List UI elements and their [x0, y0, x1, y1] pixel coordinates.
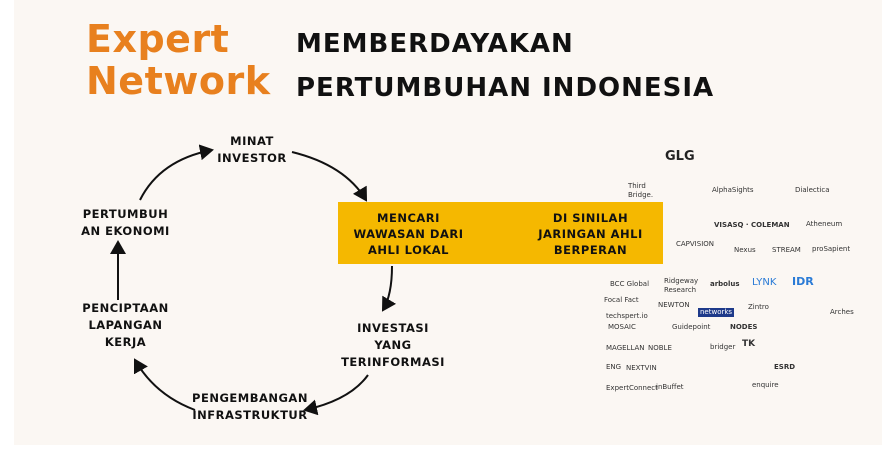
logo-dialectica: Dialectica: [795, 186, 830, 194]
headline-line2: PERTUMBUHAN INDONESIA: [296, 73, 715, 103]
logo-nextvin: NEXTVIN: [626, 364, 657, 372]
logo-arbolus: arbolus: [710, 280, 740, 288]
headline-line1: MEMBERDAYAKAN: [296, 29, 574, 59]
logo-techspert: techspert.io: [606, 312, 648, 320]
logo-visasq-coleman: VISASQ · COLEMAN: [714, 221, 790, 229]
arrow-box-to-investasi: [381, 265, 397, 312]
node-lapangan-line1: PENCIPTAAN: [82, 301, 169, 315]
node-lapangan-line2: LAPANGAN: [88, 318, 163, 332]
logo-capvision: CAPVISION: [676, 240, 715, 248]
logo-guidepoint: Guidepoint: [672, 323, 711, 331]
logo-alphasights: AlphaSights: [712, 186, 754, 194]
box-right-line3: BERPERAN: [553, 243, 628, 257]
logo-networks: networks: [698, 308, 735, 317]
node-lapangan-line3: KERJA: [104, 335, 147, 349]
logo-inbuffet: inBuffet: [656, 383, 684, 391]
box-right-line2: JARINGAN AHLI: [538, 227, 643, 241]
node-minat-investor: MINAT INVESTOR: [212, 133, 292, 167]
arrow-investasi-to-infra: [303, 374, 369, 416]
logo-lynk: LYNK: [752, 277, 777, 288]
arrow-infra-to-lapangan: [134, 358, 196, 411]
node-infra-line1: PENGEMBANGAN: [192, 391, 308, 405]
logo-magellan: MAGELLAN: [606, 344, 645, 352]
logo-glg: GLG: [665, 149, 695, 164]
box-left-text: MENCARI WAWASAN DARI AHLI LOKAL: [346, 210, 471, 258]
node-pertumbuhan-ekonomi: PERTUMBUH AN EKONOMI: [78, 206, 173, 240]
logo-esrd: ESRD: [774, 363, 796, 371]
logo-mosaic: MOSAIC: [608, 323, 636, 331]
highlight-box: MENCARI WAWASAN DARI AHLI LOKAL DI SINIL…: [338, 202, 663, 264]
box-left-line2: WAWASAN DARI: [353, 227, 464, 241]
node-pertumbuhan-line1: PERTUMBUH: [82, 207, 169, 221]
node-investasi-line3: TERINFORMASI: [341, 355, 445, 369]
logo-stream: STREAM: [772, 246, 801, 254]
logo-newton: NEWTON: [658, 301, 690, 309]
logo-third-bridge: Third Bridge.: [628, 182, 654, 199]
brand-title-line2: Network: [86, 59, 271, 103]
logo-atheneum: Atheneum: [806, 220, 843, 228]
logo-focal-fact: Focal Fact: [604, 296, 639, 304]
node-penciptaan-lapangan-kerja: PENCIPTAAN LAPANGAN KERJA: [78, 300, 173, 351]
logo-nexus: Nexus: [734, 246, 756, 254]
arrow-minat-to-box: [291, 151, 368, 202]
logo-prosapient: proSapient: [812, 245, 851, 253]
headline: MEMBERDAYAKAN PERTUMBUHAN INDONESIA: [296, 22, 714, 110]
logo-enquire: enquire: [752, 381, 779, 389]
logo-expertconnect: ExpertConnect: [606, 384, 658, 392]
logo-arches: Arches: [830, 308, 854, 316]
logo-bridger: bridger: [710, 343, 736, 351]
box-left-line1: MENCARI: [377, 211, 440, 225]
logo-eng: ENG: [606, 363, 622, 371]
node-investasi-line1: INVESTASI: [357, 321, 429, 335]
brand-title-line1: Expert: [86, 17, 230, 61]
logo-tk: TK: [742, 339, 756, 349]
node-minat-line2: INVESTOR: [217, 151, 287, 165]
node-investasi-line2: YANG: [374, 338, 412, 352]
arrow-pertumbuhan-to-minat: [139, 144, 214, 201]
logo-noble: NOBLE: [648, 344, 672, 352]
logo-bcc-global: BCC Global: [610, 280, 650, 288]
node-minat-line1: MINAT: [230, 134, 274, 148]
brand-title: Expert Network: [86, 18, 270, 102]
node-investasi-terinformasi: INVESTASI YANG TERINFORMASI: [338, 320, 448, 371]
node-infra-line2: INFRASTRUKTUR: [192, 408, 308, 422]
logo-zintro: Zintro: [748, 303, 769, 311]
logo-ridgeway: Ridgeway Research: [664, 277, 699, 294]
logo-idr: IDR: [792, 275, 814, 288]
logo-nodes: NODES: [730, 323, 758, 331]
box-right-line1: DI SINILAH: [552, 211, 629, 225]
box-right-text: DI SINILAH JARINGAN AHLI BERPERAN: [528, 210, 653, 258]
box-left-line3: AHLI LOKAL: [368, 243, 449, 257]
node-pertumbuhan-line2: AN EKONOMI: [81, 224, 170, 238]
node-pengembangan-infrastruktur: PENGEMBANGAN INFRASTRUKTUR: [190, 390, 310, 424]
